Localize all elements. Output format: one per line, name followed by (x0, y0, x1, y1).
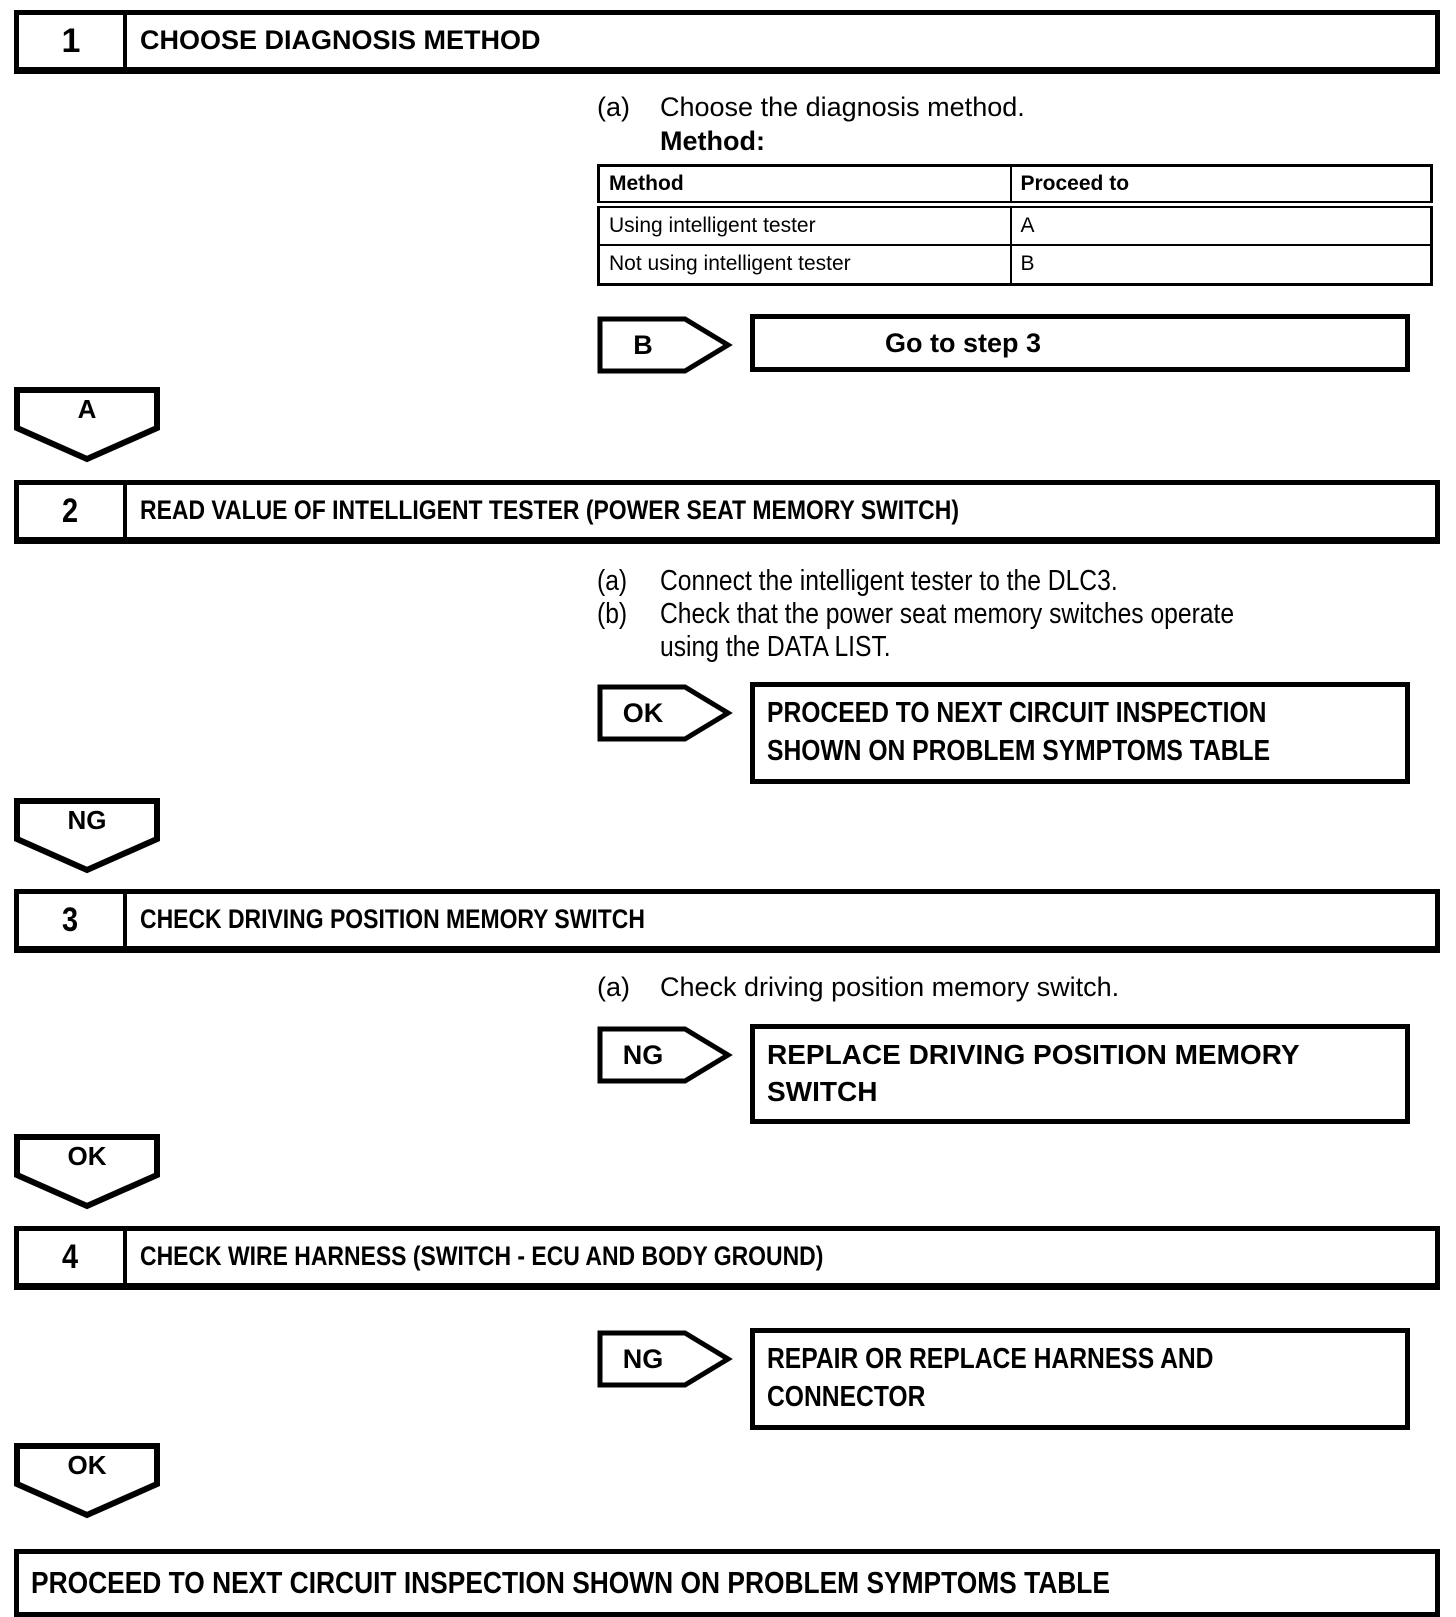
result-line-1: REPAIR OR REPLACE HARNESS AND (767, 1343, 1214, 1375)
result-text: Go to step 3 (885, 327, 1042, 358)
connector-ok-label: OK (67, 1450, 107, 1480)
method-cell: Using intelligent tester (597, 203, 1012, 246)
result-line-1: PROCEED TO NEXT CIRCUIT INSPECTION (767, 697, 1267, 729)
arrow-right-pentagon-icon (597, 1026, 733, 1084)
method-cell: Not using intelligent tester (597, 243, 1012, 286)
connector-ok: OK (14, 1134, 160, 1210)
step-2-title: READ VALUE OF INTELLIGENT TESTER (POWER … (127, 485, 1435, 537)
connector-a: A (14, 387, 160, 463)
instruction-a-label: (a) (597, 972, 630, 1002)
table-row: Not using intelligent tester B (597, 243, 1433, 286)
branch-tag-ng: NG (597, 1330, 733, 1388)
instruction-a-label: (a) (597, 92, 630, 122)
step-4-title: CHECK WIRE HARNESS (SWITCH - ECU AND BOD… (127, 1231, 1435, 1283)
arrow-right-pentagon-icon (597, 316, 733, 374)
step-2-header: 2 READ VALUE OF INTELLIGENT TESTER (POWE… (14, 480, 1440, 544)
result-box-repair-harness: REPAIR OR REPLACE HARNESS AND CONNECTOR (750, 1328, 1410, 1430)
instruction-a: (a) Connect the intelligent tester to th… (597, 565, 1440, 598)
step-4-number-text: 4 (61, 1238, 78, 1276)
instruction-a: (a) Check driving position memory switch… (597, 971, 1440, 1004)
result-line-1: REPLACE DRIVING POSITION MEMORY (767, 1039, 1300, 1070)
connector-ng: NG (14, 798, 160, 874)
step-1-instructions: (a) Choose the diagnosis method. Method:… (597, 91, 1440, 286)
result-line-2: SHOWN ON PROBLEM SYMPTOMS TABLE (767, 735, 1271, 767)
proceed-cell: B (1009, 243, 1433, 286)
arrow-right-pentagon-icon (597, 684, 733, 742)
step-2-branch-row: OK PROCEED TO NEXT CIRCUIT INSPECTION SH… (597, 682, 1440, 784)
branch-tag-ng-label: NG (622, 1343, 664, 1374)
branch-tag-b: B (597, 316, 733, 374)
step-3-branch-row: NG REPLACE DRIVING POSITION MEMORY SWITC… (597, 1024, 1440, 1124)
step-1-branch-row: B Go to step 3 (597, 314, 1440, 374)
connector-a-label: A (77, 394, 97, 424)
result-box-proceed-next-circuit: PROCEED TO NEXT CIRCUIT INSPECTION SHOWN… (750, 682, 1410, 784)
proceed-to-column-header: Proceed to (1009, 164, 1433, 208)
connector-ng-label: NG (67, 805, 107, 835)
instruction-b-line-2: using the DATA LIST. (660, 631, 891, 663)
final-result-text: PROCEED TO NEXT CIRCUIT INSPECTION SHOWN… (31, 1565, 1110, 1600)
pentagon-down-icon (14, 387, 160, 463)
step-3-title-text: CHECK DRIVING POSITION MEMORY SWITCH (140, 904, 645, 934)
proceed-cell: A (1009, 203, 1433, 246)
step-4-branch-row: NG REPAIR OR REPLACE HARNESS AND CONNECT… (597, 1328, 1440, 1430)
pentagon-down-icon (14, 1443, 160, 1519)
connector-ok: OK (14, 1443, 160, 1519)
result-line-2: SWITCH (767, 1076, 878, 1107)
step-3-number-text: 3 (61, 901, 78, 939)
instruction-b-label: (b) (597, 598, 628, 630)
step-1-title: CHOOSE DIAGNOSIS METHOD (127, 15, 1435, 67)
instruction-b: (b) Check that the power seat memory swi… (597, 598, 1440, 664)
table-row: Using intelligent tester A (597, 203, 1433, 246)
step-2-number-text: 2 (61, 492, 78, 530)
step-1-title-text: CHOOSE DIAGNOSIS METHOD (140, 25, 541, 55)
step-4-number: 4 (19, 1231, 127, 1283)
step-3-title: CHECK DRIVING POSITION MEMORY SWITCH (127, 894, 1435, 946)
connector-ok-label: OK (67, 1141, 107, 1171)
method-table: Method Proceed to Using intelligent test… (597, 164, 1433, 286)
result-box-go-to-step-3: Go to step 3 (750, 314, 1410, 372)
branch-tag-ok-label: OK (622, 697, 664, 728)
method-caption: Method: (660, 126, 765, 156)
result-box-replace-switch: REPLACE DRIVING POSITION MEMORY SWITCH (750, 1024, 1410, 1124)
step-2-instructions: (a) Connect the intelligent tester to th… (597, 565, 1440, 664)
step-3-header: 3 CHECK DRIVING POSITION MEMORY SWITCH (14, 889, 1440, 953)
instruction-a-text: Connect the intelligent tester to the DL… (660, 565, 1118, 597)
final-result-box: PROCEED TO NEXT CIRCUIT INSPECTION SHOWN… (14, 1549, 1440, 1617)
step-4-header: 4 CHECK WIRE HARNESS (SWITCH - ECU AND B… (14, 1226, 1440, 1290)
pentagon-down-icon (14, 1134, 160, 1210)
arrow-right-pentagon-icon (597, 1330, 733, 1388)
step-4-title-text: CHECK WIRE HARNESS (SWITCH - ECU AND BOD… (140, 1241, 824, 1271)
instruction-a-text: Check driving position memory switch. (660, 972, 1120, 1002)
branch-tag-b-label: B (633, 329, 653, 360)
step-3-number: 3 (19, 894, 127, 946)
branch-tag-ok: OK (597, 684, 733, 742)
step-2-title-text: READ VALUE OF INTELLIGENT TESTER (POWER … (140, 495, 959, 525)
result-line-2: CONNECTOR (767, 1381, 926, 1413)
step-3-instructions: (a) Check driving position memory switch… (597, 971, 1440, 1004)
step-1-header: 1 CHOOSE DIAGNOSIS METHOD (14, 10, 1440, 74)
instruction-a: (a) Choose the diagnosis method. (597, 91, 1440, 124)
step-1-number: 1 (19, 15, 127, 67)
branch-tag-ng: NG (597, 1026, 733, 1084)
method-table-header-row: Method Proceed to (597, 164, 1433, 208)
instruction-a-text: Choose the diagnosis method. (660, 92, 1025, 122)
step-2-number: 2 (19, 485, 127, 537)
instruction-b-line-1: Check that the power seat memory switche… (660, 598, 1235, 630)
method-column-header: Method (597, 164, 1012, 208)
pentagon-down-icon (14, 798, 160, 874)
branch-tag-ng-label: NG (622, 1039, 664, 1070)
instruction-a-label: (a) (597, 565, 628, 597)
instruction-b-text: Check that the power seat memory switche… (660, 598, 1335, 664)
